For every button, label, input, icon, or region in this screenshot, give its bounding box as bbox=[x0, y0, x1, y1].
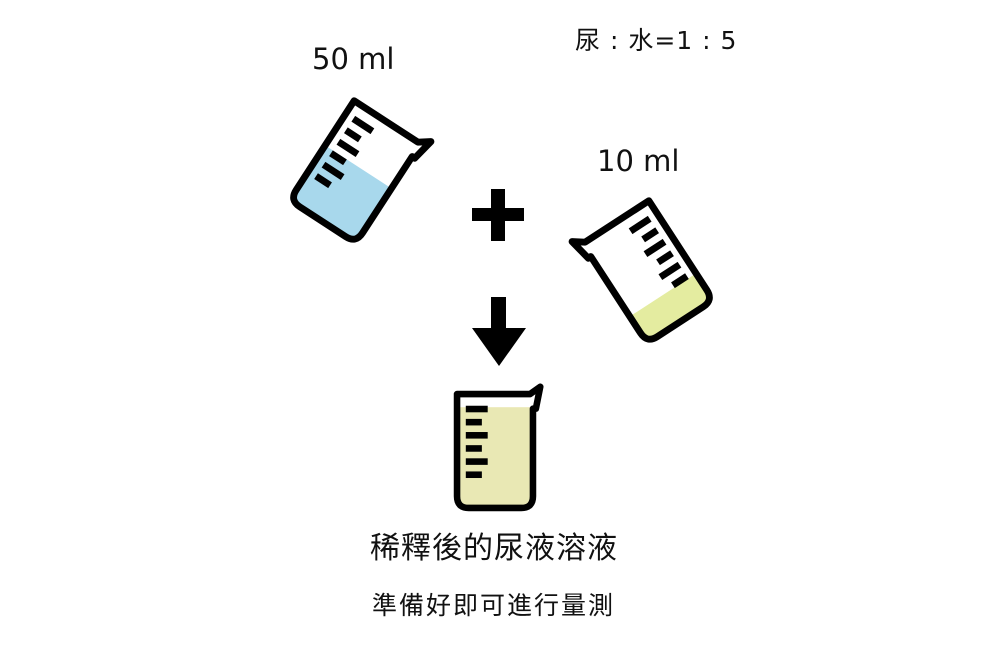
ready-caption: 準備好即可進行量測 bbox=[372, 591, 616, 620]
water-volume-label: 50 ml bbox=[312, 42, 395, 76]
plus-icon bbox=[472, 189, 524, 241]
diluted-beaker bbox=[453, 383, 544, 512]
arrow-down-icon bbox=[472, 297, 526, 366]
beaker-outline-icon bbox=[568, 197, 713, 343]
urine-beaker bbox=[568, 197, 714, 348]
water-beaker bbox=[289, 97, 435, 248]
mix-ratio-label: 尿 : 水=1 : 5 bbox=[575, 26, 738, 55]
beaker-outline-icon bbox=[290, 97, 435, 243]
measurement-ticks bbox=[314, 115, 375, 189]
urine-volume-label: 10 ml bbox=[597, 144, 680, 178]
measurement-ticks bbox=[465, 405, 488, 479]
result-caption: 稀釋後的尿液溶液 bbox=[370, 531, 618, 566]
beaker-outline-icon bbox=[453, 383, 544, 512]
measurement-ticks bbox=[628, 215, 689, 289]
